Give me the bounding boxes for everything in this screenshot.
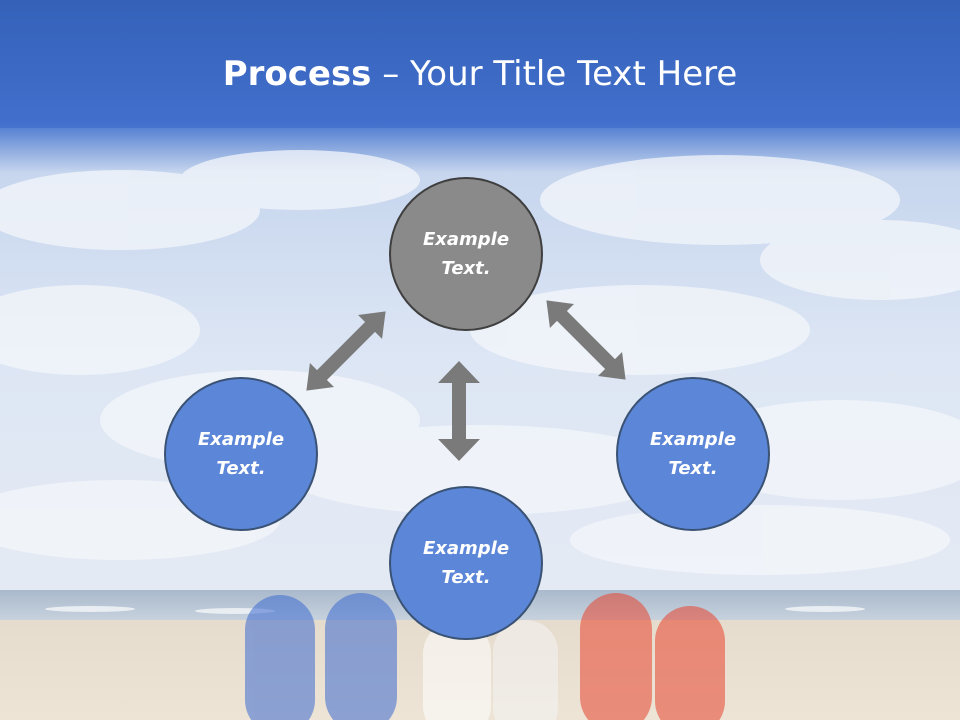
title-strong: Process bbox=[222, 54, 372, 94]
title-rest: – Your Title Text Here bbox=[371, 54, 738, 94]
process-node-right: Example Text. bbox=[616, 377, 770, 531]
process-node-left: Example Text. bbox=[164, 377, 318, 531]
node-label: Example Text. bbox=[422, 229, 510, 279]
process-node-bottom: Example Text. bbox=[389, 486, 543, 640]
node-label: Example Text. bbox=[649, 429, 737, 479]
node-label: Example Text. bbox=[197, 429, 285, 479]
process-node-top: Example Text. bbox=[389, 177, 543, 331]
node-label: Example Text. bbox=[422, 538, 510, 588]
slide-title: Process – Your Title Text Here bbox=[0, 50, 960, 98]
